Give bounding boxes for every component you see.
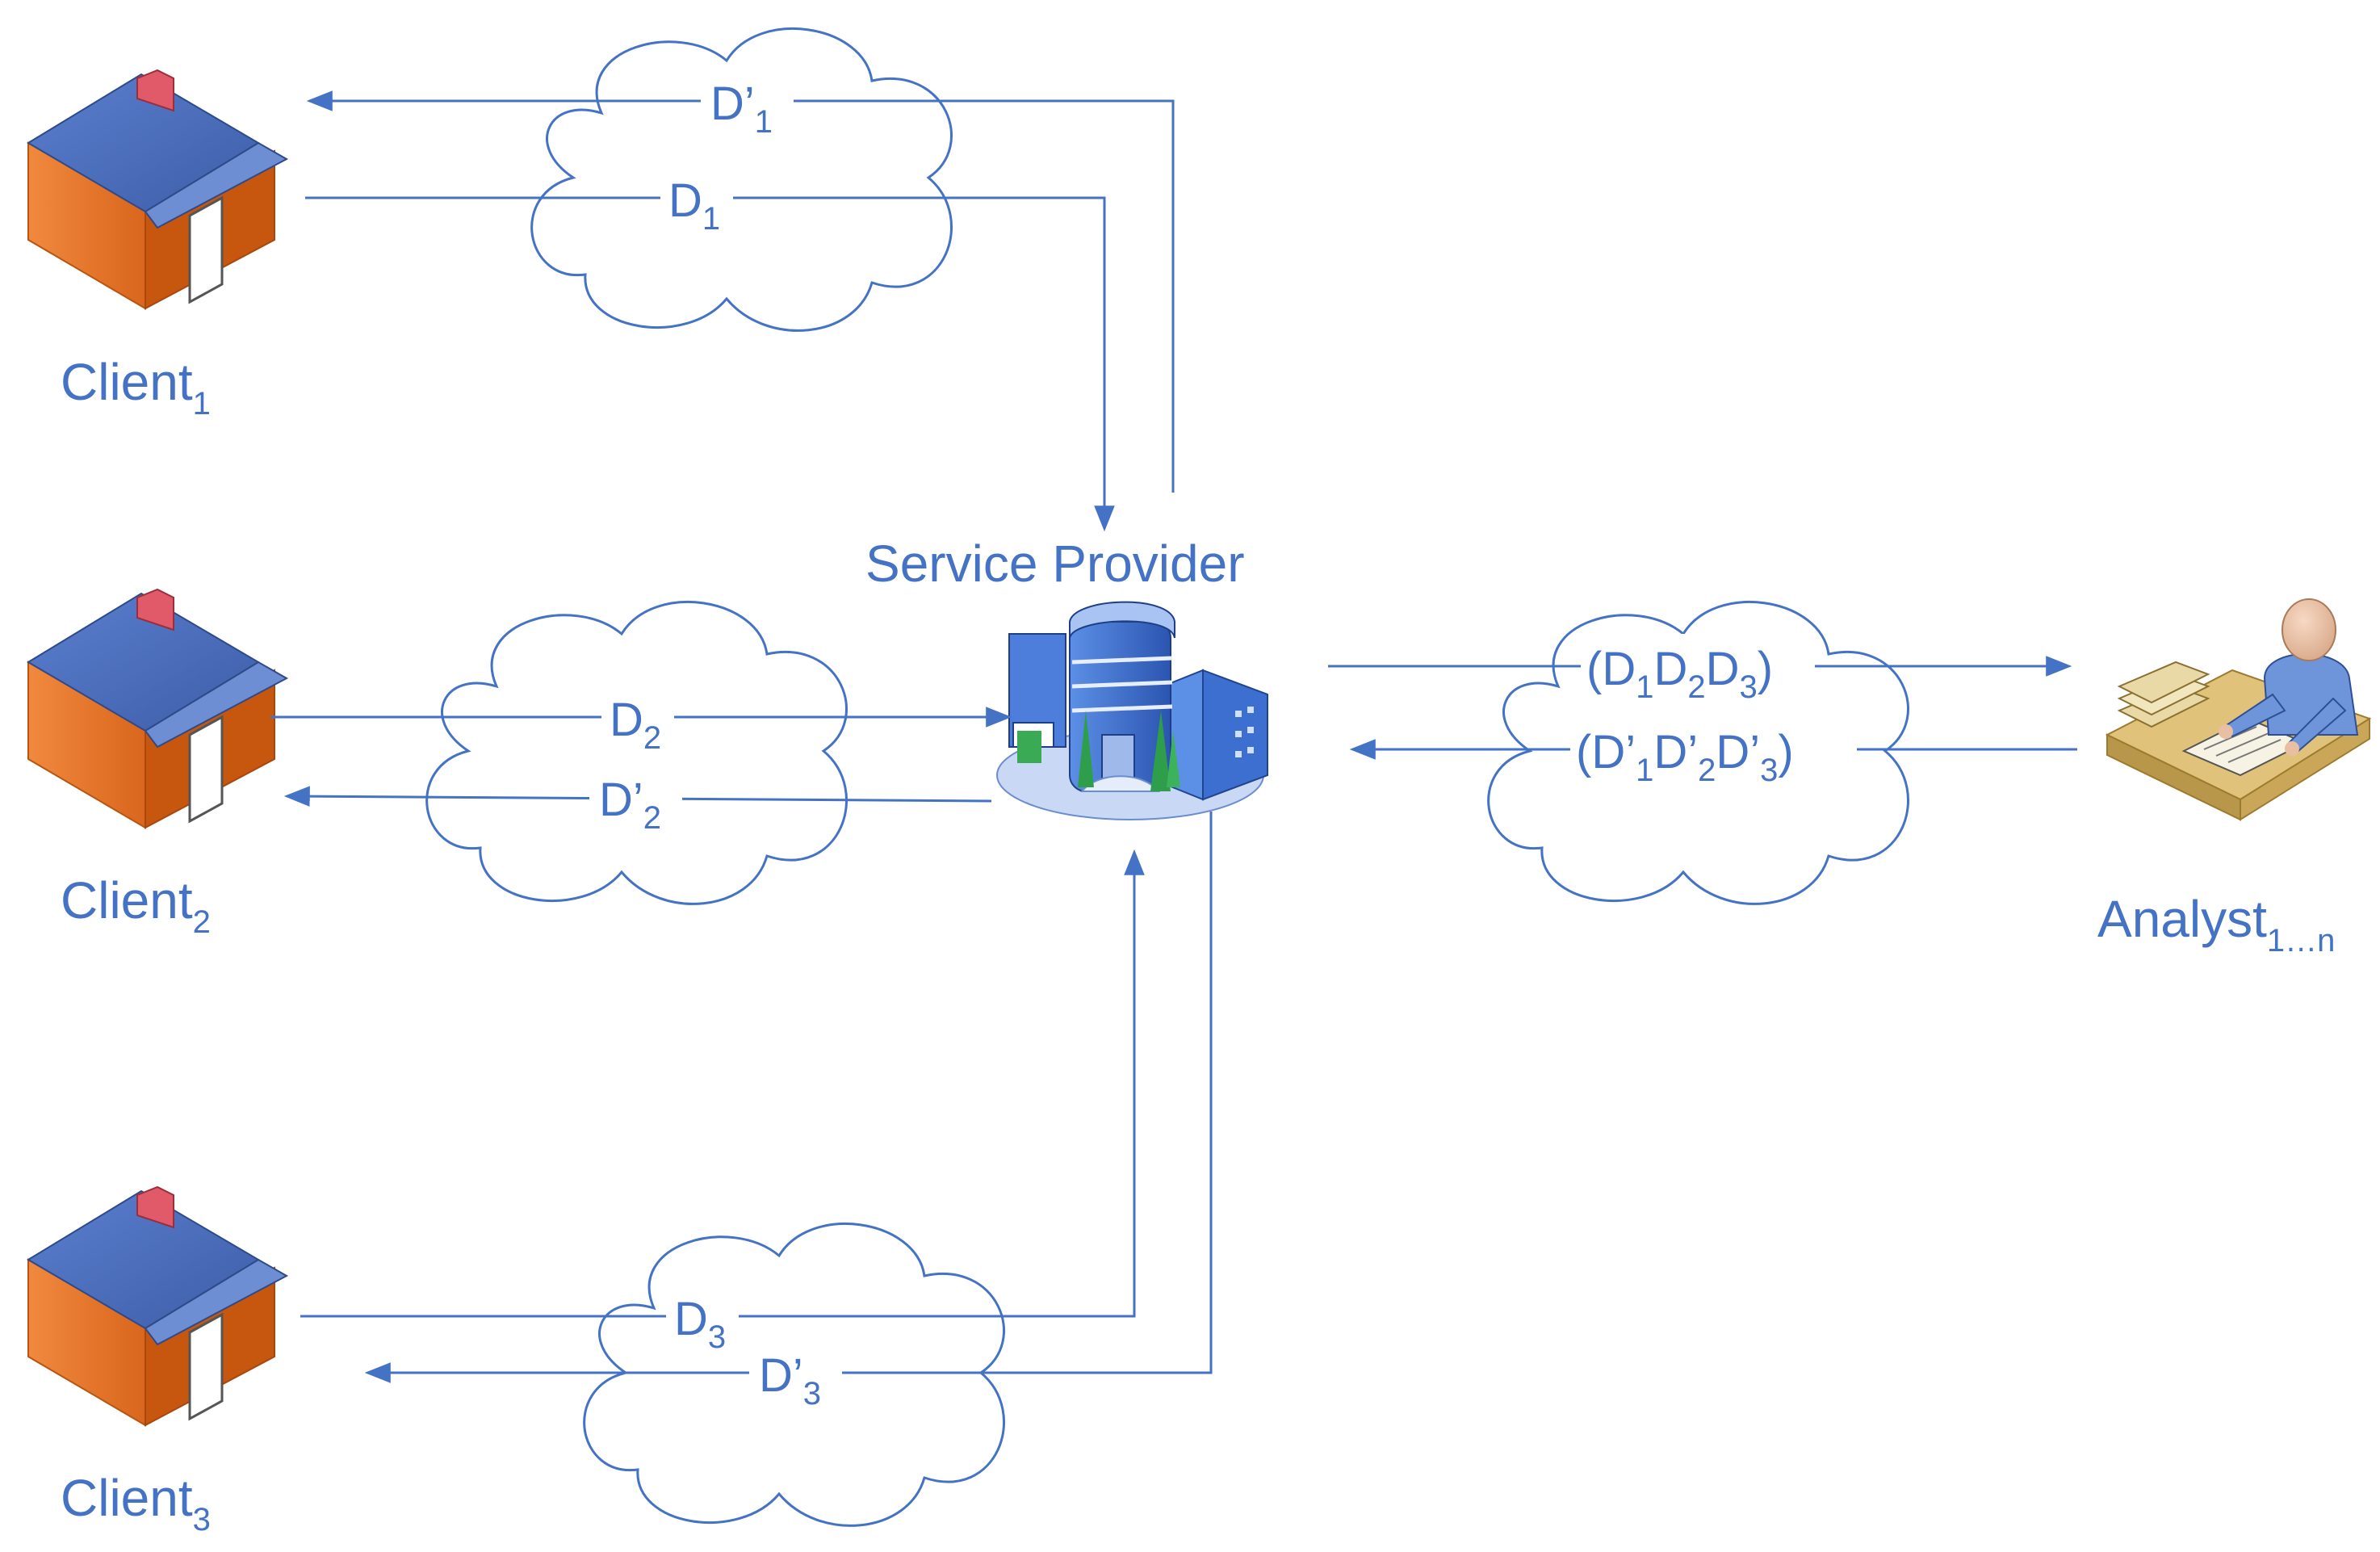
- client3-house-icon: [27, 1185, 288, 1427]
- label-aggregate-return: (D’1D’2D’3): [1576, 726, 1794, 788]
- client2-house-icon: [27, 588, 288, 829]
- label-d3: D3: [674, 1293, 726, 1355]
- flow-d1-line: [305, 196, 1115, 532]
- network-cloud-client2: [425, 600, 849, 905]
- flow-d1-return-line: [306, 90, 1175, 493]
- label-aggregate: (D1D2D3): [1586, 643, 1773, 705]
- office-building-icon: [996, 601, 1268, 820]
- flow-d3-return-line: [364, 812, 1213, 1383]
- label-d2: D2: [610, 694, 661, 756]
- label-d2-return: D’2: [599, 774, 661, 836]
- service-provider-label: Service Provider: [865, 535, 1245, 593]
- client3-label: Client3: [61, 1469, 211, 1537]
- label-d1: D1: [668, 174, 720, 237]
- flow-d3-line: [300, 849, 1145, 1318]
- client2-label: Client2: [61, 871, 211, 940]
- analyst-desk-icon: [2105, 598, 2372, 821]
- label-d1-return: D’1: [710, 78, 773, 140]
- analyst-label: Analyst1…n: [2097, 890, 2335, 958]
- client1-house-icon: [27, 69, 288, 310]
- label-d3-return: D’3: [759, 1349, 821, 1411]
- client1-label: Client1: [61, 353, 211, 422]
